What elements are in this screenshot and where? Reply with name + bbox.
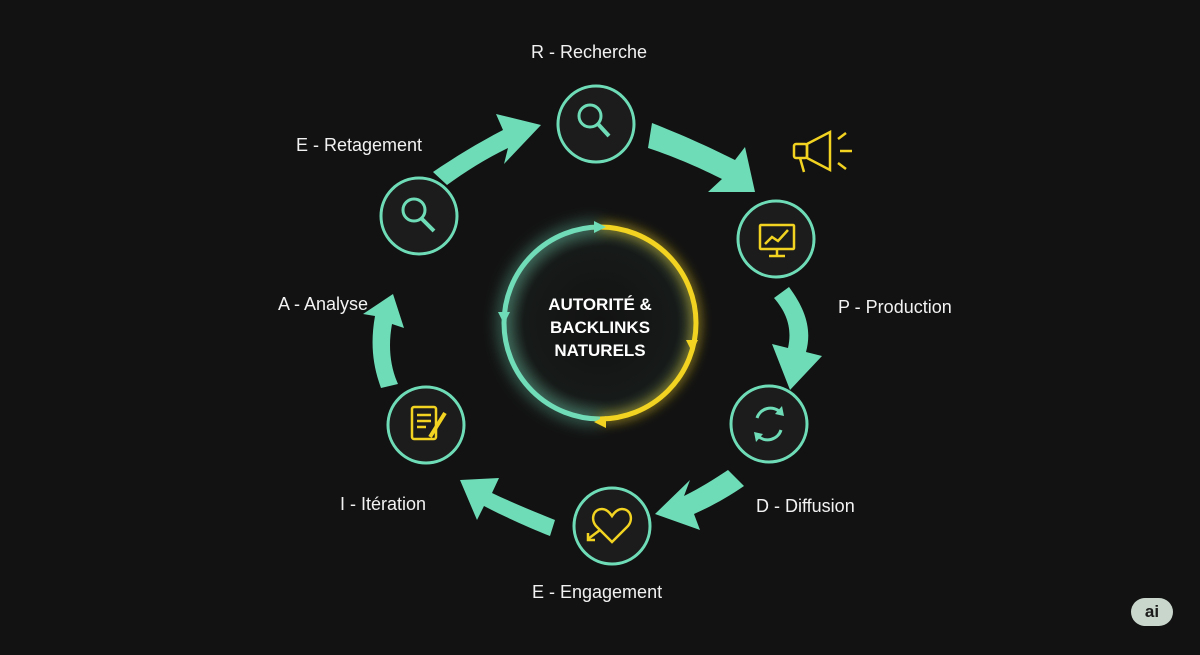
center-title-line-1: AUTORITÉ & (548, 295, 652, 314)
label-engagement: E - Engagement (532, 582, 663, 602)
center-ring (498, 221, 699, 428)
center-arrow-left (498, 312, 510, 324)
center-title-line-2: BACKLINKS (549, 318, 651, 337)
label-diffusion: D - Diffusion (756, 496, 855, 516)
refresh-cycle-icon (754, 406, 784, 442)
arrow-engagement-to-iteration (460, 478, 555, 536)
node-analyse (379, 176, 459, 256)
ai-badge: ai (1131, 598, 1173, 626)
outer-arrows (363, 114, 822, 536)
node-iteration (386, 385, 466, 465)
arrow-diffusion-to-engagement (655, 470, 744, 530)
node-engagement (572, 486, 652, 566)
node-recherche (556, 84, 636, 164)
label-production: P - Production (838, 297, 952, 317)
arrow-analyse-to-recherche (433, 114, 541, 185)
node-diffusion (729, 384, 809, 464)
center-title: AUTORITÉ & BACKLINKS NATURELS (520, 293, 680, 362)
center-arrow-right (686, 340, 698, 352)
arrow-recherche-to-production (648, 123, 755, 192)
center-title-line-3: NATURELS (554, 341, 646, 360)
magnifier-icon (401, 197, 436, 233)
heart-arrow-icon (586, 507, 633, 544)
label-recherche: R - Recherche (531, 42, 648, 62)
magnifier-icon (577, 103, 611, 138)
label-retagement: E - Retagement (296, 135, 423, 155)
label-analyse: A - Analyse (278, 294, 369, 314)
label-iteration: I - Itération (340, 494, 427, 514)
arrow-production-to-diffusion (772, 287, 822, 390)
center-ring-yellow-arc (599, 224, 699, 422)
arrow-iteration-to-analyse (363, 294, 404, 388)
megaphone-icon (792, 129, 852, 173)
monitor-chart-icon (758, 223, 796, 258)
node-production (736, 199, 816, 279)
center-arrow-top (594, 221, 606, 233)
center-arrow-bottom (594, 416, 606, 428)
document-pen-icon (410, 405, 447, 441)
